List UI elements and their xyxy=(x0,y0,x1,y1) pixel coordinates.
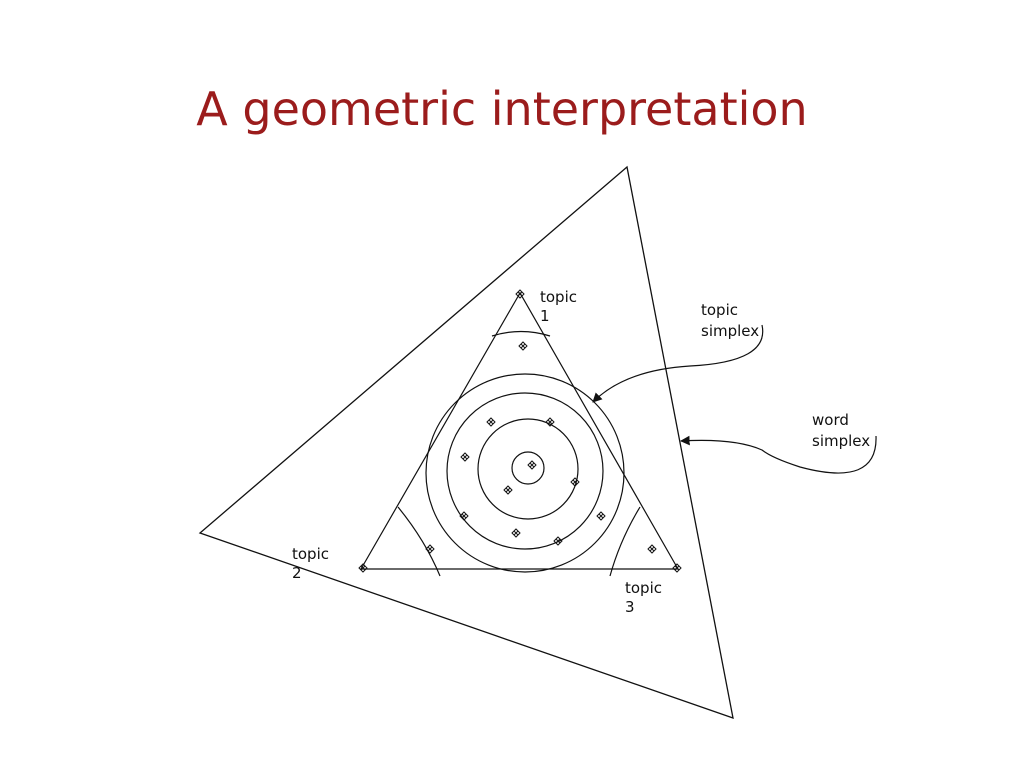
contour-circle-middle xyxy=(446,392,604,550)
word-simplex-triangle xyxy=(198,165,734,719)
document-point xyxy=(511,528,521,538)
contour-circle-center xyxy=(511,451,545,485)
document-point xyxy=(515,289,525,299)
topic-simplex-triangle xyxy=(359,291,680,570)
label-topic2: topic 2 xyxy=(292,545,334,582)
label-topic1: topic 1 xyxy=(540,288,582,325)
document-point xyxy=(647,544,657,554)
document-point xyxy=(503,485,513,495)
document-point xyxy=(527,460,537,470)
contour-circle-inner xyxy=(477,418,579,520)
corner-arc-topic1 xyxy=(491,330,551,337)
corner-arc-topic2 xyxy=(397,506,441,577)
corner-arc-topic3 xyxy=(609,506,641,577)
document-point xyxy=(672,563,682,573)
slide-title: A geometric interpretation xyxy=(196,82,808,136)
document-point xyxy=(459,511,469,521)
document-point xyxy=(358,563,368,573)
document-point xyxy=(486,417,496,427)
topic-simplex-arrow xyxy=(592,324,764,403)
document-point xyxy=(460,452,470,462)
label-topic3: topic 3 xyxy=(625,579,667,616)
document-point xyxy=(570,477,580,487)
contour-circle-outer xyxy=(425,373,625,573)
document-point xyxy=(553,536,563,546)
document-point xyxy=(596,511,606,521)
label-word-simplex: word simplex xyxy=(812,411,870,450)
word-simplex-arrow xyxy=(680,435,877,474)
label-topic-simplex: topic simplex xyxy=(701,301,759,340)
document-point xyxy=(545,417,555,427)
document-point xyxy=(425,544,435,554)
document-point xyxy=(518,341,528,351)
document-points xyxy=(358,289,682,573)
